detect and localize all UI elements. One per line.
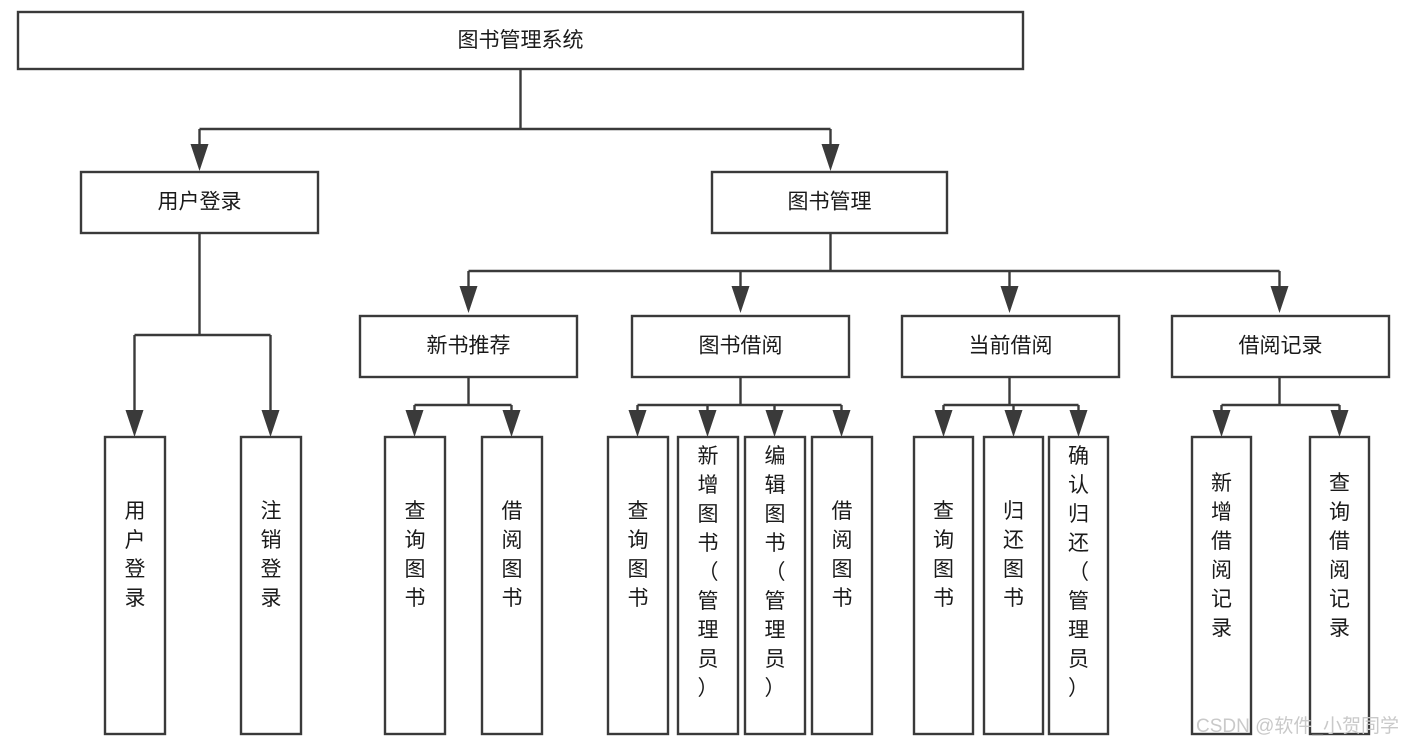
node-current-borrow-label: 当前借阅 xyxy=(969,335,1053,358)
leaf-borrow-book-recommend-label: 借阅图书 xyxy=(502,500,523,610)
arrow-to-leaf-borrow-book xyxy=(832,410,851,437)
leaf-add-borrow-record[interactable]: 新增借阅记录 xyxy=(1190,435,1253,736)
connector-newbook-to-leaves xyxy=(405,377,521,437)
arrow-to-leaf-user-logout xyxy=(261,410,280,437)
node-new-book-recommend[interactable]: 新书推荐 xyxy=(358,314,579,379)
leaf-add-book-admin-label: 新增图书（管理员） xyxy=(698,445,719,700)
leaf-user-login-label: 用户登录 xyxy=(125,500,146,610)
leaf-query-book-borrow[interactable]: 查询图书 xyxy=(606,435,670,736)
arrow-to-leaf-query-book-recommend xyxy=(405,410,424,437)
node-user-login[interactable]: 用户登录 xyxy=(79,170,320,235)
arrow-to-leaf-query-book-borrow xyxy=(628,410,647,437)
leaf-add-book-admin[interactable]: 新增图书（管理员） xyxy=(676,435,740,736)
connector-borrowrecord-to-leaves xyxy=(1212,377,1349,437)
node-book-management[interactable]: 图书管理 xyxy=(710,170,949,235)
csdn-watermark: CSDN @软件_小贺同学 xyxy=(1196,715,1399,737)
leaf-confirm-return-admin-label: 确认归还（管理员） xyxy=(1068,445,1089,700)
arrow-to-leaf-add-book-admin xyxy=(698,410,717,437)
arrow-to-new-book-recommend xyxy=(459,286,478,313)
arrow-to-borrow-record xyxy=(1270,286,1289,313)
leaf-return-book-label: 归还图书 xyxy=(1003,500,1024,610)
arrow-to-leaf-add-borrow-record xyxy=(1212,410,1231,437)
arrow-to-leaf-query-borrow-record xyxy=(1330,410,1349,437)
leaf-add-borrow-record-label: 新增借阅记录 xyxy=(1211,472,1232,640)
leaf-user-logout[interactable]: 注销登录 xyxy=(239,435,303,736)
node-borrow-record-label: 借阅记录 xyxy=(1239,335,1323,358)
node-root[interactable]: 图书管理系统 xyxy=(16,10,1025,71)
leaf-borrow-book[interactable]: 借阅图书 xyxy=(810,435,874,736)
connector-userlogin-to-leaves xyxy=(125,233,280,437)
leaf-borrow-book-recommend[interactable]: 借阅图书 xyxy=(480,435,544,736)
leaf-user-logout-label: 注销登录 xyxy=(261,500,282,610)
leaf-query-book-current-label: 查询图书 xyxy=(933,500,954,610)
connector-root-to-level2 xyxy=(190,69,840,171)
leaf-query-book-borrow-label: 查询图书 xyxy=(628,500,649,610)
leaf-user-login[interactable]: 用户登录 xyxy=(103,435,167,736)
arrow-to-leaf-confirm-return-admin xyxy=(1069,410,1088,437)
leaf-query-book-recommend-label: 查询图书 xyxy=(405,500,426,610)
node-book-borrow[interactable]: 图书借阅 xyxy=(630,314,851,379)
connector-currentborrow-to-leaves xyxy=(934,377,1088,437)
leaf-edit-book-admin[interactable]: 编辑图书（管理员） xyxy=(743,435,807,736)
leaf-confirm-return-admin[interactable]: 确认归还（管理员） xyxy=(1047,435,1110,736)
connector-bookmgmt-to-level3 xyxy=(459,233,1289,313)
arrow-to-leaf-return-book xyxy=(1004,410,1023,437)
arrow-to-user-login xyxy=(190,144,209,171)
node-current-borrow[interactable]: 当前借阅 xyxy=(900,314,1121,379)
leaf-borrow-book-label: 借阅图书 xyxy=(832,500,853,610)
node-borrow-record[interactable]: 借阅记录 xyxy=(1170,314,1391,379)
node-book-management-label: 图书管理 xyxy=(788,191,872,214)
arrow-to-current-borrow xyxy=(1000,286,1019,313)
connector-bookborrow-to-leaves xyxy=(628,377,851,437)
arrow-to-book-borrow xyxy=(731,286,750,313)
arrow-to-leaf-edit-book-admin xyxy=(765,410,784,437)
node-user-login-label: 用户登录 xyxy=(158,191,242,214)
leaf-query-borrow-record-label: 查询借阅记录 xyxy=(1329,472,1350,640)
arrow-to-leaf-borrow-book-recommend xyxy=(502,410,521,437)
node-root-label: 图书管理系统 xyxy=(458,29,584,52)
leaf-edit-book-admin-label: 编辑图书（管理员） xyxy=(765,445,786,700)
leaf-query-book-recommend[interactable]: 查询图书 xyxy=(383,435,447,736)
arrow-to-leaf-user-login xyxy=(125,410,144,437)
arrow-to-book-management xyxy=(821,144,840,171)
arrow-to-leaf-query-book-current xyxy=(934,410,953,437)
leaf-query-borrow-record[interactable]: 查询借阅记录 xyxy=(1308,435,1371,736)
leaf-query-book-current[interactable]: 查询图书 xyxy=(912,435,975,736)
node-book-borrow-label: 图书借阅 xyxy=(699,335,783,358)
node-new-book-recommend-label: 新书推荐 xyxy=(427,335,511,358)
leaf-return-book[interactable]: 归还图书 xyxy=(982,435,1045,736)
